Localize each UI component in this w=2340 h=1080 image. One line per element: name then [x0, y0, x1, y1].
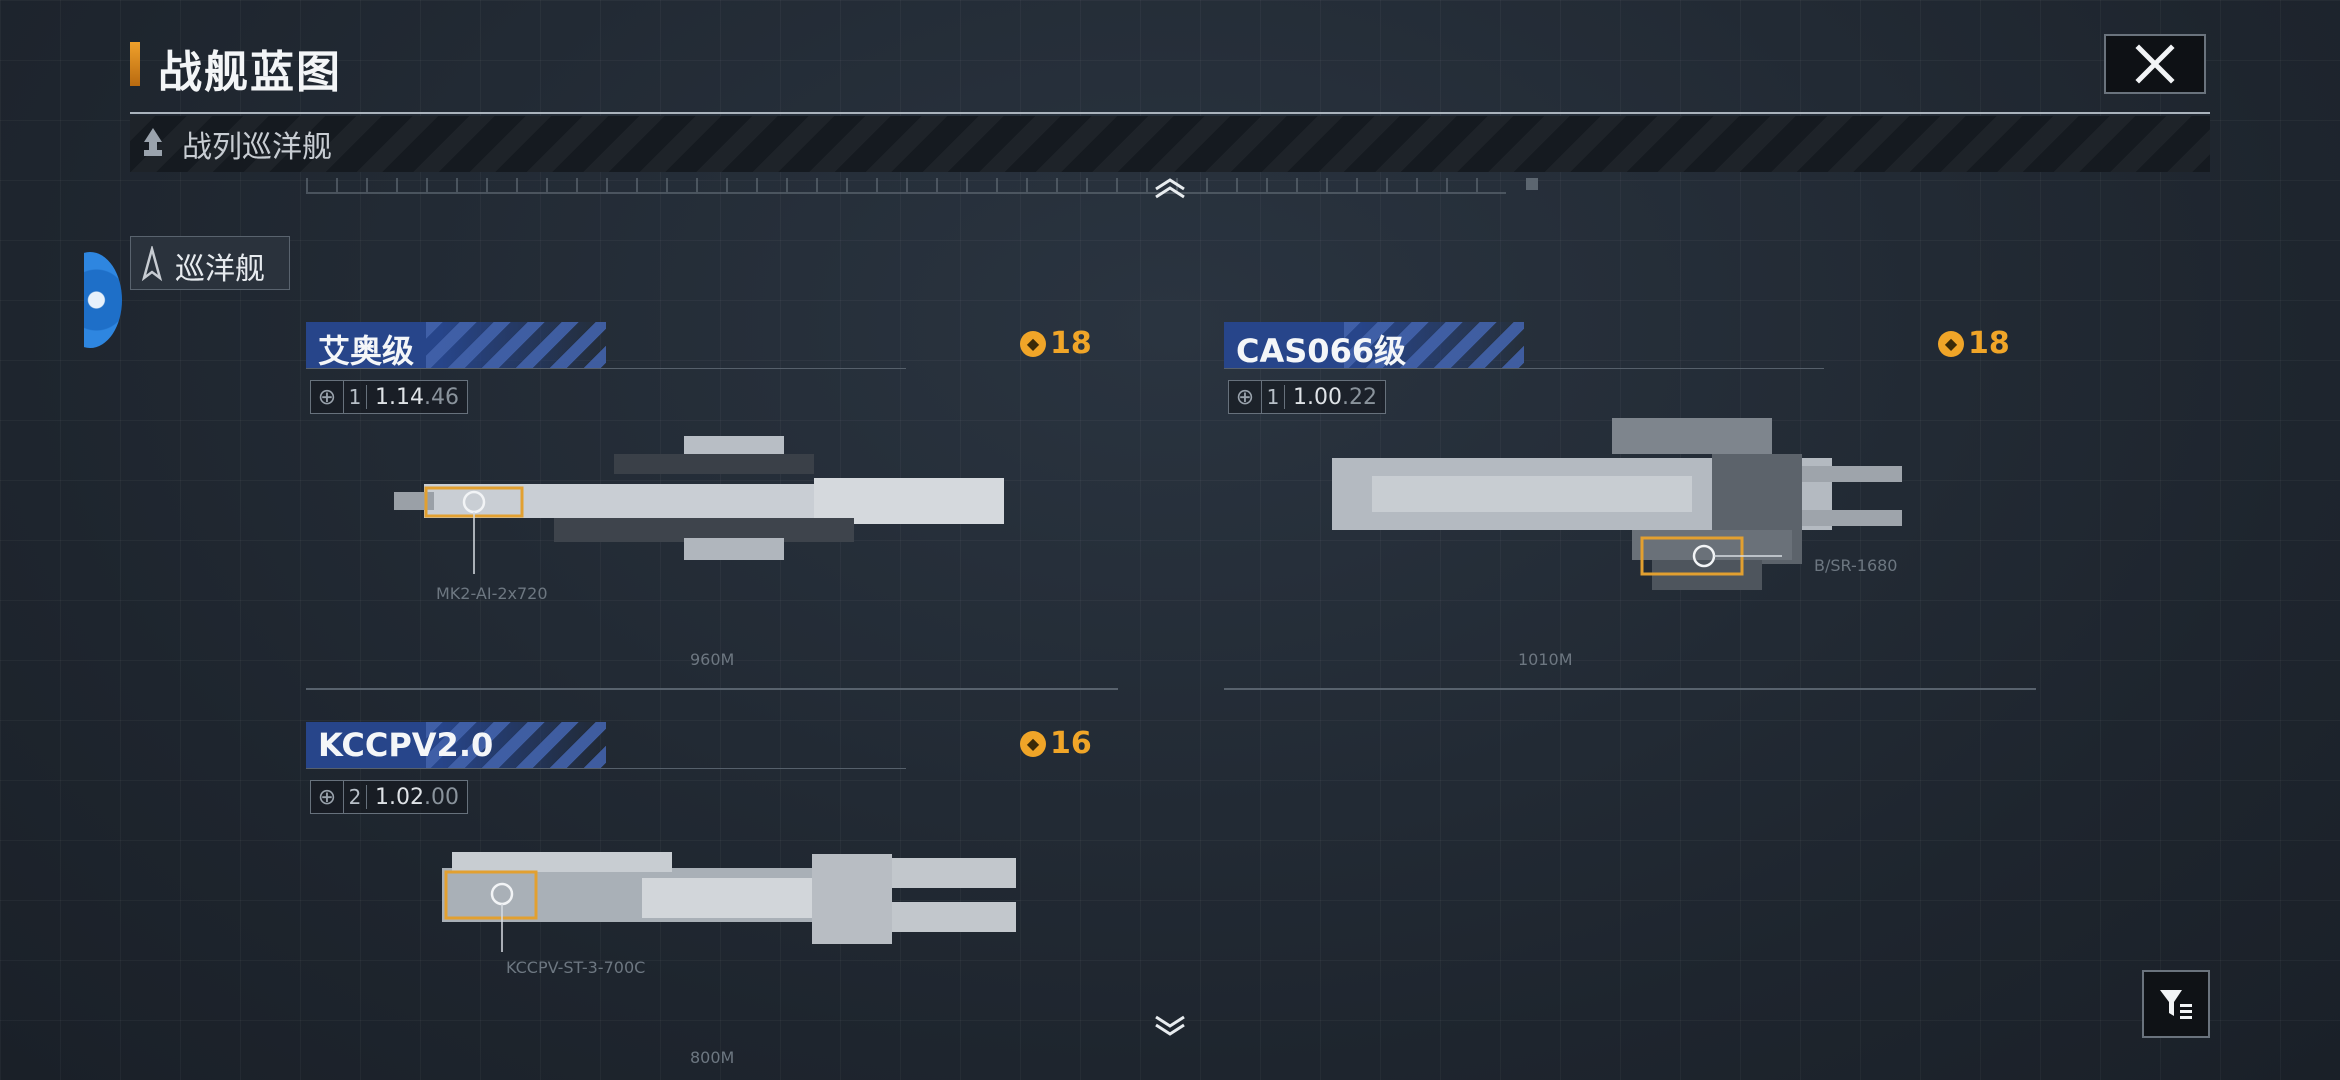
- weapon-label: B/SR-1680: [1814, 556, 1898, 575]
- close-button[interactable]: [2104, 34, 2206, 94]
- ship-stats: ⊕ 1 1.00.22: [1228, 380, 1386, 414]
- cost-value: 18: [1968, 326, 2010, 361]
- card-header: [306, 722, 606, 768]
- stat-main: 1.02: [375, 784, 424, 810]
- stat-sub: .22: [1341, 384, 1377, 410]
- category-selector[interactable]: [130, 116, 2210, 172]
- cost-icon: ◆: [1020, 330, 1046, 357]
- scale-ruler: [306, 178, 1506, 194]
- ship-tier: 2: [344, 785, 367, 809]
- scroll-down-button[interactable]: [1152, 1014, 1188, 1038]
- weapon-label: MK2-AI-2x720: [436, 584, 548, 603]
- card-header-line: [1224, 368, 1824, 369]
- ship-card-aio[interactable]: 艾奥级 ◆ 18 ⊕ 1 1.14.46 MK2-AI-2x720 960M: [306, 322, 1118, 692]
- close-icon: [2135, 44, 2175, 84]
- stat-main: 1.00: [1293, 384, 1342, 410]
- globe-icon: ⊕: [311, 381, 344, 413]
- filter-button[interactable]: [2142, 970, 2210, 1038]
- globe-icon: ⊕: [1229, 381, 1262, 413]
- stat-main: 1.14: [375, 384, 424, 410]
- ship-name: 艾奥级: [318, 332, 415, 370]
- cost-badge: ◆ 18: [1938, 326, 2010, 361]
- card-header-line: [306, 368, 906, 369]
- ship-name: KCCPV2.0: [318, 726, 494, 764]
- ship-length: 960M: [690, 650, 735, 669]
- cost-value: 18: [1050, 326, 1092, 361]
- ship-card-cas066[interactable]: CAS066级 ◆ 18 ⊕ 1 1.00.22 B/SR-1680 1010M: [1224, 322, 2036, 692]
- title-accent-bar: [130, 42, 140, 86]
- ship-class-icon: [144, 128, 162, 156]
- cost-icon: ◆: [1020, 730, 1046, 757]
- ship-length: 1010M: [1518, 650, 1573, 669]
- ship-name: CAS066级: [1236, 332, 1407, 370]
- cost-icon: ◆: [1938, 330, 1964, 357]
- ship-card-kccpv[interactable]: KCCPV2.0 ◆ 16 ⊕ 2 1.02.00 KCCPV-ST-3-700…: [306, 722, 1118, 1067]
- stat-sub: .00: [423, 784, 459, 810]
- ship-tier: 1: [1262, 385, 1285, 409]
- category-label: 战列巡洋舰: [182, 130, 332, 165]
- page-title: 战舰蓝图: [158, 47, 342, 98]
- cost-badge: ◆ 18: [1020, 326, 1092, 361]
- ship-length: 800M: [690, 1048, 735, 1067]
- scroll-up-button[interactable]: [1152, 176, 1188, 200]
- ship-tier: 1: [344, 385, 367, 409]
- card-bottom-line: [1224, 688, 2036, 690]
- ship-image: [1312, 418, 1912, 618]
- cost-value: 16: [1050, 726, 1092, 761]
- ship-image: [442, 844, 1022, 954]
- weapon-label: KCCPV-ST-3-700C: [506, 958, 646, 977]
- cruiser-icon: [141, 246, 163, 282]
- header-divider: [130, 112, 2210, 114]
- ship-image: [394, 426, 1014, 586]
- ruler-marker: [1526, 178, 1538, 190]
- ship-stats: ⊕ 1 1.14.46: [310, 380, 468, 414]
- chevron-up-icon: [1155, 178, 1185, 199]
- card-header: [306, 322, 606, 368]
- card-header: [1224, 322, 1524, 368]
- filter-icon: [2160, 990, 2192, 1019]
- tab-label: 巡洋舰: [175, 252, 265, 287]
- card-bottom-line: [306, 688, 1118, 690]
- chevron-down-icon: [1155, 1015, 1185, 1036]
- cost-badge: ◆ 16: [1020, 726, 1092, 761]
- ship-stats: ⊕ 2 1.02.00: [310, 780, 468, 814]
- globe-icon: ⊕: [311, 781, 344, 813]
- card-header-line: [306, 768, 906, 769]
- stat-sub: .46: [423, 384, 459, 410]
